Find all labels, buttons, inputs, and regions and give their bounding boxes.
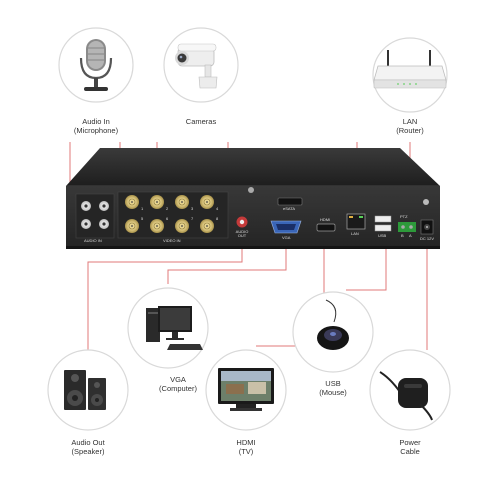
label-vga: VGA (Computer) <box>138 375 218 393</box>
label-hdmi: HDMI (TV) <box>206 438 286 456</box>
label-vga-line2: (Computer) <box>138 384 218 393</box>
label-hdmi-line2: (TV) <box>206 447 286 456</box>
label-audio-in-line1: Audio In <box>56 117 136 126</box>
label-usb-line2: (Mouse) <box>293 388 373 397</box>
label-audio-in-line2: (Microphone) <box>56 126 136 135</box>
panel-label-vga: VGA <box>282 235 290 240</box>
bnc-connector-3 <box>175 195 189 209</box>
label-power: Power Cable <box>370 438 450 456</box>
power-jack <box>421 220 433 234</box>
label-power-line1: Power <box>370 438 450 447</box>
panel-label-usb: USB <box>378 233 386 238</box>
bnc-connector-7 <box>175 219 189 233</box>
bnc-connector-1 <box>125 195 139 209</box>
panel-label-esata: eSATA <box>283 206 295 211</box>
panel-label-dc: DC 12V <box>420 236 434 241</box>
dvr-top <box>66 148 440 186</box>
label-usb: USB (Mouse) <box>293 379 373 397</box>
panel-label-video-in: VIDEO IN <box>163 238 181 243</box>
label-cameras: Cameras <box>161 117 241 126</box>
panel-label-ptz-b: B <box>401 233 404 238</box>
bnc-connector-4 <box>200 195 214 209</box>
label-vga-line1: VGA <box>138 375 218 384</box>
panel-label-audio-out: AUDIO OUT <box>233 230 251 238</box>
label-hdmi-line1: HDMI <box>206 438 286 447</box>
ground-screw <box>423 199 429 205</box>
label-usb-line1: USB <box>293 379 373 388</box>
panel-screw <box>248 187 254 193</box>
bnc-connector-6 <box>150 219 164 233</box>
dvr-bottom-edge <box>66 246 440 249</box>
esata-port <box>278 198 302 205</box>
label-lan-line1: LAN <box>370 117 450 126</box>
label-audio-out-line2: (Speaker) <box>48 447 128 456</box>
label-power-line2: Cable <box>370 447 450 456</box>
panel-label-ptz: PTZ <box>400 214 408 219</box>
bnc-connector-2 <box>150 195 164 209</box>
panel-label-audio-in: AUDIO IN <box>84 238 102 243</box>
audio-in-jacks <box>76 194 114 238</box>
label-lan: LAN (Router) <box>370 117 450 135</box>
panel-label-hdmi: HDMI <box>320 217 330 222</box>
label-audio-in: Audio In (Microphone) <box>56 117 136 135</box>
audio-out-jack <box>237 217 248 228</box>
hdmi-port <box>317 224 335 231</box>
bnc-connector-5 <box>125 219 139 233</box>
label-audio-out: Audio Out (Speaker) <box>48 438 128 456</box>
label-cameras-line1: Cameras <box>161 117 241 126</box>
vga-port <box>271 221 301 233</box>
ptz-terminal <box>398 222 416 232</box>
panel-label-ptz-a: A <box>409 233 412 238</box>
panel-label-lan: LAN <box>351 231 359 236</box>
lan-port <box>347 214 365 229</box>
bnc-connector-8 <box>200 219 214 233</box>
label-audio-out-line1: Audio Out <box>48 438 128 447</box>
label-lan-line2: (Router) <box>370 126 450 135</box>
